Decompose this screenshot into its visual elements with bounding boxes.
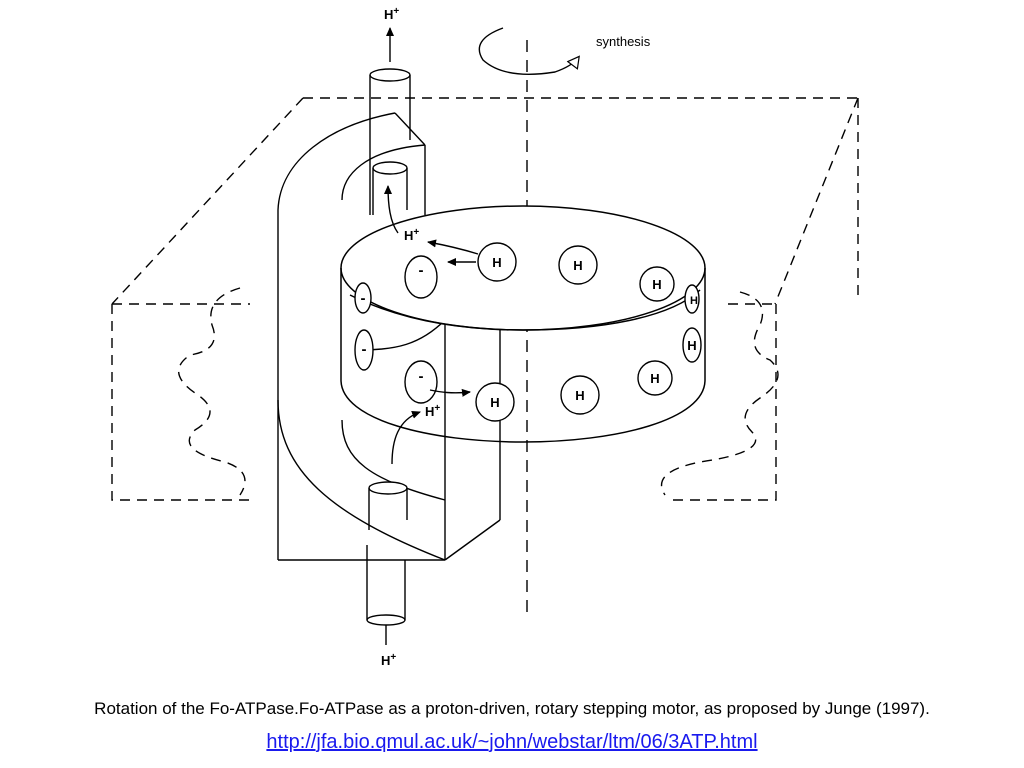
svg-text:H: H: [573, 258, 582, 273]
svg-text:H: H: [490, 395, 499, 410]
svg-text:H: H: [650, 371, 659, 386]
rotor-ring: [340, 205, 706, 443]
svg-text:H: H: [690, 295, 698, 307]
negative-site: -: [404, 360, 438, 404]
svg-text:H: H: [687, 338, 696, 353]
svg-text:-: -: [361, 290, 366, 307]
proton-top-label: H+: [384, 6, 399, 22]
proton-site: H: [558, 245, 598, 285]
membrane-outline: [111, 97, 859, 501]
proton-site: H: [560, 375, 600, 415]
rotation-label: synthesis: [596, 34, 651, 49]
svg-text:-: -: [419, 368, 424, 385]
proton-site: H: [475, 382, 515, 422]
svg-text:H: H: [575, 388, 584, 403]
proton-site: H: [477, 242, 517, 282]
proton-site: H: [682, 327, 702, 363]
proton-site: H: [684, 284, 700, 314]
rotary-motor-diagram: synthesis: [111, 6, 859, 668]
negative-site: -: [354, 282, 372, 314]
negative-site: -: [354, 329, 374, 371]
negative-sites: - - - -: [354, 255, 438, 404]
proton-bottom-label: H+: [381, 652, 396, 668]
negative-site: -: [404, 255, 438, 299]
proton-flow-arrows: [384, 27, 479, 645]
rotation-arrow: [478, 27, 578, 75]
proton-site: H: [637, 360, 673, 396]
svg-text:-: -: [362, 341, 367, 358]
svg-text:H: H: [492, 255, 501, 270]
proton-binding-sites: H H H H H H H H: [475, 242, 702, 422]
proton-labels: H+ H+ H+ H+: [381, 6, 440, 668]
source-link-container: http://jfa.bio.qmul.ac.uk/~john/webstar/…: [0, 731, 1024, 754]
source-link[interactable]: http://jfa.bio.qmul.ac.uk/~john/webstar/…: [266, 731, 758, 753]
figure-caption: Rotation of the Fo-ATPase.Fo-ATPase as a…: [94, 699, 930, 718]
lower-channel-cylinder: [366, 481, 408, 626]
svg-text:H: H: [652, 277, 661, 292]
proton-lower-entry-label: H+: [425, 403, 440, 419]
proton-upper-exit-label: H+: [404, 227, 419, 243]
svg-text:-: -: [419, 262, 424, 279]
upper-channel-cylinder: [369, 68, 411, 215]
proton-site: H: [639, 266, 675, 302]
